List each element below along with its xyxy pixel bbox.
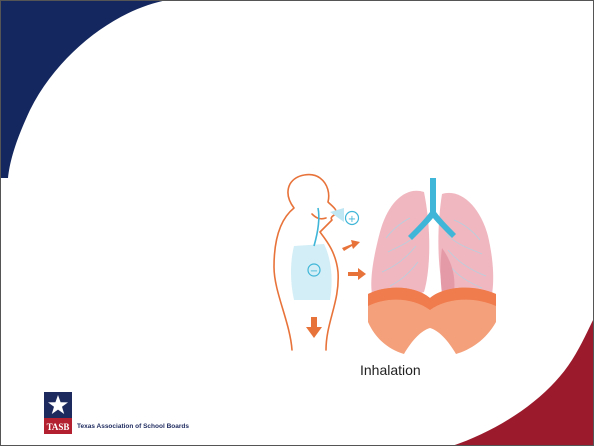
- diaphragm-down-arrow-icon: [306, 317, 322, 338]
- tasb-mark-text: TASB: [47, 422, 70, 432]
- inhalation-diagram: − +: [260, 172, 510, 382]
- tasb-logo: TASB Texas Association of School Boards: [44, 392, 214, 434]
- diagram-caption: Inhalation: [360, 362, 421, 378]
- tasb-org-name: Texas Association of School Boards: [77, 423, 189, 430]
- lungs-illustration: [368, 178, 496, 354]
- minus-symbol: −: [310, 266, 318, 277]
- navy-swoosh: [0, 0, 168, 178]
- right-lung: [371, 191, 429, 296]
- airway-icon: [314, 208, 319, 246]
- plus-symbol: +: [348, 214, 356, 225]
- tasb-logo-mark: TASB: [44, 392, 72, 434]
- expansion-arrow-icon: [342, 240, 366, 280]
